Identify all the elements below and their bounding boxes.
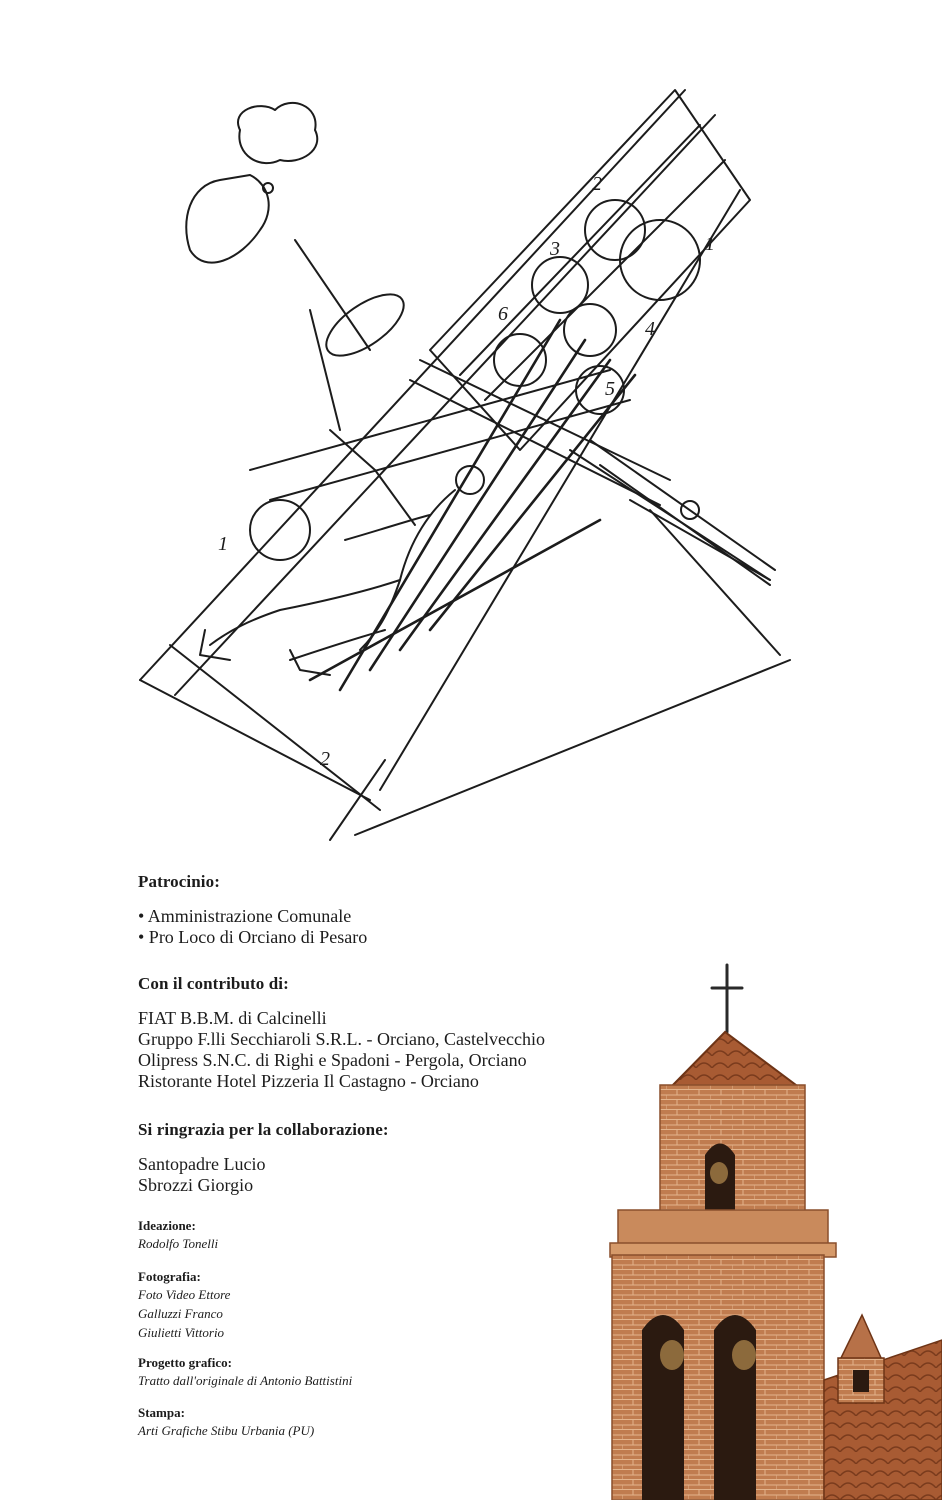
contributo-item: FIAT B.B.M. di Calcinelli: [138, 1008, 327, 1028]
contributo-title: Con il contributo di:: [138, 974, 289, 993]
bell-machine-sketch: 2 3 1 6 4 5 1 2: [139, 89, 791, 841]
progetto-item: Tratto dall'originale di Antonio Battist…: [138, 1373, 353, 1388]
patrocinio-section: Patrocinio: • Amministrazione Comunale •…: [138, 872, 608, 948]
sketch-number: 1: [705, 233, 715, 255]
progetto-section: Progetto grafico: Tratto dall'originale …: [138, 1355, 608, 1390]
contributo-item: Ristorante Hotel Pizzeria Il Castagno - …: [138, 1071, 479, 1091]
contributo-item: Olipress S.N.C. di Righi e Spadoni - Per…: [138, 1050, 527, 1070]
ringraziamenti-item: Sbrozzi Giorgio: [138, 1175, 254, 1195]
fotografia-item: Giulietti Vittorio: [138, 1325, 225, 1340]
bell-tower-picture: [609, 963, 942, 1500]
fotografia-section: Fotografia: Foto Video Ettore Galluzzi F…: [138, 1269, 608, 1342]
stampa-title: Stampa:: [138, 1405, 185, 1420]
sketch-number: 5: [605, 378, 615, 400]
stampa-item: Arti Grafiche Stibu Urbania (PU): [138, 1423, 315, 1438]
sketch-number: 1: [218, 533, 228, 555]
sketch-number: 3: [549, 238, 560, 260]
stampa-section: Stampa: Arti Grafiche Stibu Urbania (PU): [138, 1405, 608, 1440]
fotografia-title: Fotografia:: [138, 1269, 201, 1284]
contributo-item: Gruppo F.lli Secchiaroli S.R.L. - Orcian…: [138, 1029, 545, 1049]
ringraziamenti-section: Si ringrazia per la collaborazione: Sant…: [138, 1120, 608, 1196]
ideazione-item: Rodolfo Tonelli: [138, 1236, 219, 1251]
sketch-number: 4: [645, 318, 655, 340]
sketch-number: 6: [498, 303, 508, 325]
sketch-number: 2: [320, 748, 330, 770]
progetto-title: Progetto grafico:: [138, 1355, 232, 1370]
fotografia-item: Foto Video Ettore: [138, 1287, 231, 1302]
ringraziamenti-title: Si ringrazia per la collaborazione:: [138, 1120, 389, 1139]
patrocinio-item: • Amministrazione Comunale: [138, 906, 352, 926]
sketch-number: 2: [592, 173, 602, 195]
ideazione-title: Ideazione:: [138, 1218, 196, 1233]
contributo-section: Con il contributo di: FIAT B.B.M. di Cal…: [138, 974, 608, 1092]
fotografia-item: Galluzzi Franco: [138, 1306, 223, 1321]
ideazione-section: Ideazione: Rodolfo Tonelli: [138, 1218, 608, 1253]
patrocinio-item: • Pro Loco di Orciano di Pesaro: [138, 927, 368, 947]
patrocinio-title: Patrocinio:: [138, 872, 220, 891]
ringraziamenti-item: Santopadre Lucio: [138, 1154, 266, 1174]
